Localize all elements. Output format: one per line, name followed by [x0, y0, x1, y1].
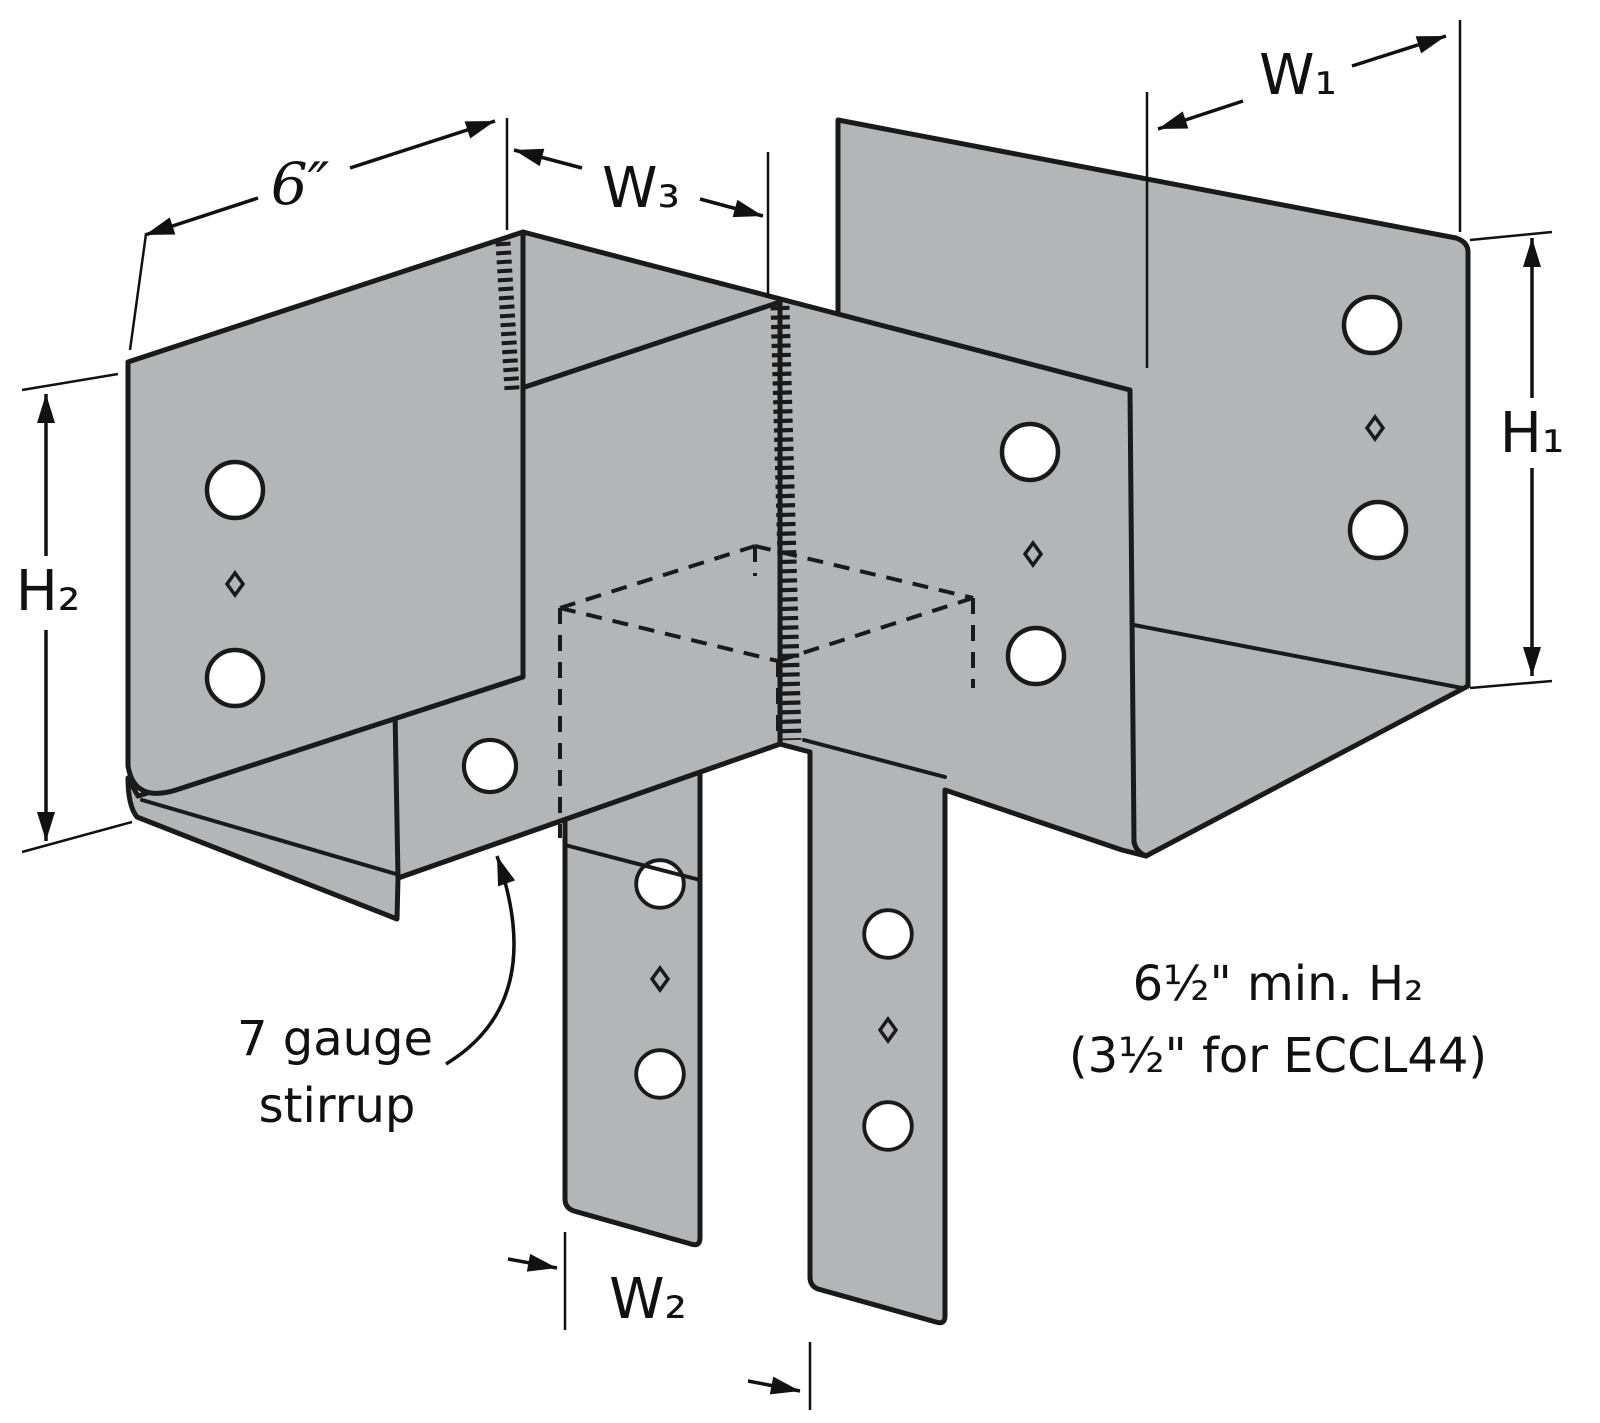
bolt-hole: [207, 650, 263, 706]
bolt-hole: [1008, 628, 1064, 684]
bottom-fold-line: [1132, 623, 1464, 690]
leader-line: [445, 855, 516, 1066]
seat-bottom-fold: [140, 798, 398, 876]
extension-line: [21, 820, 133, 854]
dim-label-w2: W₂: [609, 1267, 687, 1332]
note-text-line2: (3½" for ECCL44): [1069, 1028, 1487, 1084]
strap-fold-line: [802, 738, 947, 779]
extension-line: [1469, 679, 1553, 690]
dimension-line: [1157, 99, 1244, 131]
extension-line: [21, 372, 119, 392]
dimension-arrow: [507, 1253, 558, 1272]
dimension-arrow: [747, 1376, 801, 1395]
bolt-hole: [1002, 424, 1058, 480]
bolt-hole: [634, 1048, 686, 1100]
strap-fold-line: [563, 843, 702, 882]
dim-label-h2: H₂: [16, 559, 81, 624]
callout-7-gauge-stirrup: 7 gauge stirrup: [237, 855, 516, 1134]
bolt-hole: [1350, 502, 1406, 558]
weld-seam-front: [495, 241, 520, 391]
dimension-line: [1351, 34, 1447, 68]
bolt-hole: [207, 462, 263, 518]
hidden-edge: [559, 606, 779, 663]
bolt-hole: [862, 1100, 914, 1152]
weld-seam-rear: [770, 305, 802, 741]
extension-line: [1469, 230, 1553, 242]
bolt-hole: [1344, 297, 1400, 353]
hidden-edge: [777, 596, 974, 663]
extension-line: [128, 233, 148, 351]
dim-label-w3: W₃: [602, 156, 680, 221]
dim-label-h1: H₁: [1500, 401, 1565, 466]
note-text-line1: 6½" min. H₂: [1133, 956, 1424, 1012]
bolt-hole: [464, 740, 516, 792]
dimension-line: [513, 148, 583, 170]
hidden-post-outline: [558, 544, 975, 838]
callout-text-line2: stirrup: [259, 1078, 416, 1134]
hidden-edge: [559, 544, 756, 610]
welded-stirrup: [125, 229, 802, 922]
bolt-hole: [862, 908, 914, 960]
dim-label-seat-length: 6″: [271, 150, 330, 218]
dimension-line: [699, 197, 764, 218]
dimension-line: [144, 196, 259, 237]
hidden-edge: [754, 544, 974, 600]
dimension-line: [349, 119, 496, 170]
callout-text-line1: 7 gauge: [237, 1011, 433, 1067]
dimensions: 6″ W₃ W₁ H₁ H₂ W₂: [16, 20, 1565, 1410]
note-min-h2: 6½" min. H₂ (3½" for ECCL44): [1069, 956, 1487, 1084]
dim-label-w1: W₁: [1259, 43, 1337, 108]
